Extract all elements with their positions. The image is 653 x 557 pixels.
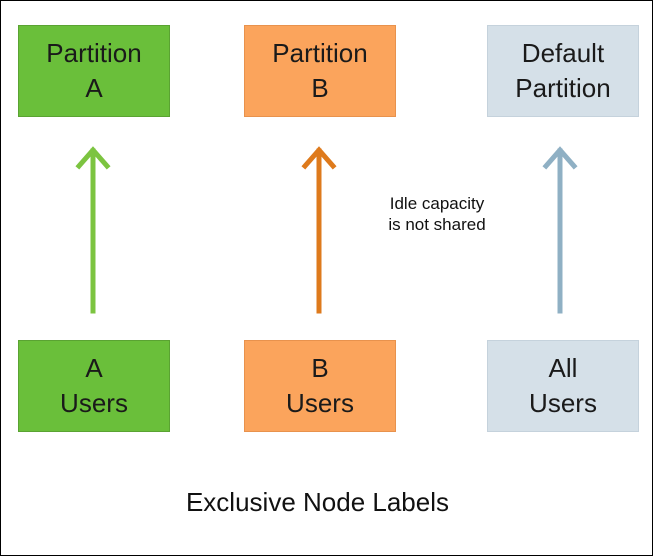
default-partition-label-line1: Default [521,38,605,68]
a-users-box: A Users [18,340,170,432]
arrow-up-icon [75,146,111,314]
partition-a-label-line1: Partition [46,38,142,68]
a-users-label-line2: Users [60,388,128,418]
all-users-label-line1: All [548,353,578,383]
diagram-caption: Exclusive Node Labels [185,487,450,517]
arrow-up-icon [542,146,578,314]
all-users-label-line2: Users [529,388,597,418]
partition-a-box: Partition A [18,25,170,117]
a-users-label-line1: A [85,353,103,383]
all-users-box: All Users [487,340,639,432]
note-line2: is not shared [388,215,486,234]
partition-a-label-line2: A [85,73,103,103]
default-partition-label-line2: Partition [515,73,611,103]
partition-b-box: Partition B [244,25,396,117]
idle-capacity-note: Idle capacity is not shared [369,193,505,235]
partition-b-label-line1: Partition [272,38,368,68]
default-partition-box: Default Partition [487,25,639,117]
b-users-box: B Users [244,340,396,432]
note-line1: Idle capacity [389,194,485,213]
partition-b-label-line2: B [311,73,329,103]
b-users-label-line2: Users [286,388,354,418]
b-users-label-line1: B [311,353,329,383]
arrow-up-icon [301,146,337,314]
